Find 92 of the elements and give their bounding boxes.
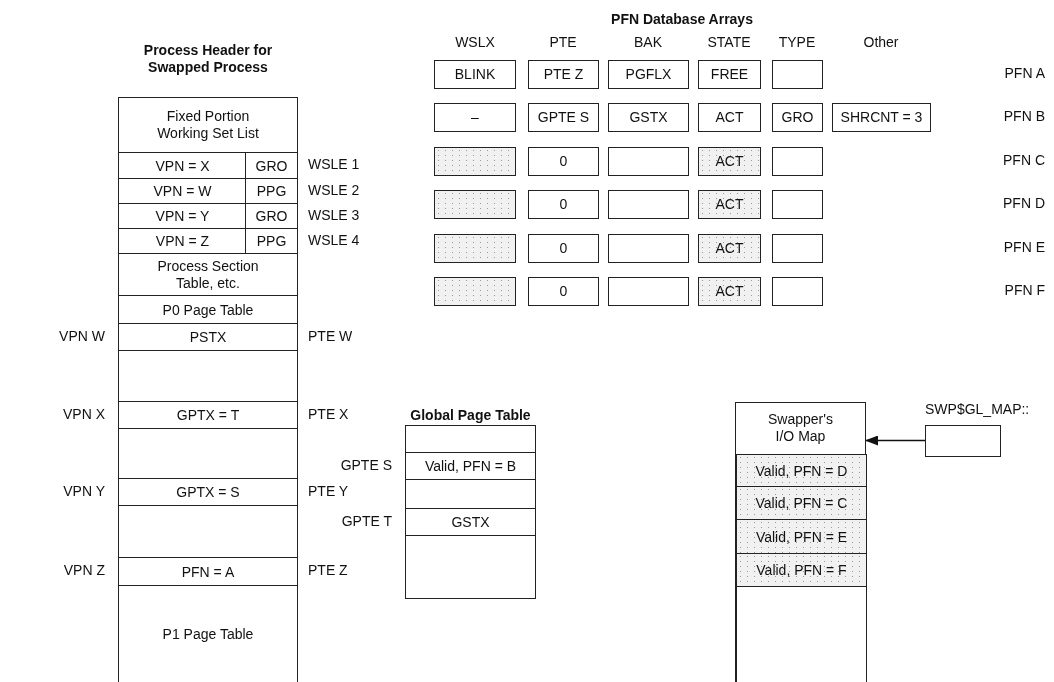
row-label: PFN A xyxy=(1004,66,1045,80)
memory-cell: PPG xyxy=(245,178,298,205)
memory-cell: PTE Z xyxy=(528,60,599,89)
row-label: GPTE T xyxy=(341,514,392,528)
shaded-cell xyxy=(434,234,516,263)
memory-cell: Valid, PFN = F xyxy=(736,553,867,588)
section-heading: Process Header for Swapped Process xyxy=(142,42,274,76)
memory-cell: VPN = W xyxy=(118,178,247,205)
shaded-cell xyxy=(434,190,516,219)
memory-cell: Valid, PFN = B xyxy=(405,452,536,481)
memory-cell: VPN = Y xyxy=(118,203,247,230)
memory-cell: GSTX xyxy=(405,508,536,537)
memory-cell: PGFLX xyxy=(608,60,689,89)
memory-cell: 0 xyxy=(528,234,599,263)
memory-cell: GRO xyxy=(245,203,298,230)
empty-cell xyxy=(405,479,536,510)
memory-cell: GSTX xyxy=(608,103,689,132)
empty-cell xyxy=(118,505,298,559)
memory-cell: ACT xyxy=(698,234,761,263)
row-label: PFN B xyxy=(1003,109,1045,123)
column-header: PTE xyxy=(549,35,577,49)
row-label: PTE Y xyxy=(308,484,349,498)
empty-cell xyxy=(608,277,689,306)
memory-cell: Valid, PFN = E xyxy=(736,519,867,555)
row-label: WSLE 1 xyxy=(308,157,360,171)
row-label: WSLE 3 xyxy=(308,208,360,222)
row-label: PFN D xyxy=(1003,196,1045,210)
row-label: VPN Y xyxy=(63,484,105,498)
column-header: TYPE xyxy=(778,35,816,49)
empty-cell xyxy=(118,428,298,480)
section-heading: Global Page Table xyxy=(409,407,532,424)
memory-cell: PPG xyxy=(245,228,298,255)
memory-cell: PSTX xyxy=(118,323,298,352)
empty-cell xyxy=(736,586,867,682)
memory-cell: Process Section Table, etc. xyxy=(118,253,298,297)
row-label: WSLE 2 xyxy=(308,183,360,197)
column-header: WSLX xyxy=(455,35,495,49)
shaded-cell xyxy=(434,277,516,306)
memory-cell: ACT xyxy=(698,190,761,219)
memory-cell: GRO xyxy=(772,103,823,132)
table-heading: Swapper's I/O Map xyxy=(767,411,834,445)
empty-cell xyxy=(118,350,298,403)
row-label: VPN X xyxy=(63,407,105,421)
row-label: VPN Z xyxy=(63,563,105,577)
memory-cell: 0 xyxy=(528,190,599,219)
row-label: VPN W xyxy=(59,329,105,343)
empty-cell xyxy=(608,147,689,176)
memory-cell: Valid, PFN = C xyxy=(736,486,867,521)
memory-cell: Valid, PFN = D xyxy=(736,454,867,488)
memory-cell: ACT xyxy=(698,147,761,176)
memory-cell: 0 xyxy=(528,147,599,176)
memory-cell: BLINK xyxy=(434,60,516,89)
memory-cell: FREE xyxy=(698,60,761,89)
memory-cell: ACT xyxy=(698,103,761,132)
empty-cell xyxy=(608,234,689,263)
memory-cell: Fixed Portion Working Set List xyxy=(118,97,298,153)
empty-cell xyxy=(405,535,536,599)
empty-cell xyxy=(608,190,689,219)
memory-cell: – xyxy=(434,103,516,132)
section-heading: PFN Database Arrays xyxy=(611,12,753,26)
empty-cell xyxy=(772,60,823,89)
row-label: PFN E xyxy=(1003,240,1045,254)
memory-cell: P0 Page Table xyxy=(118,295,298,325)
row-label: WSLE 4 xyxy=(308,233,360,247)
memory-cell: GPTX = T xyxy=(118,401,298,430)
row-label: PFN F xyxy=(1004,283,1045,297)
io-map-table xyxy=(735,402,866,682)
memory-cell: P1 Page Table xyxy=(118,585,298,682)
memory-cell: GRO xyxy=(245,152,298,180)
pointer-box xyxy=(925,425,1001,457)
column-header: BAK xyxy=(634,35,662,49)
empty-cell xyxy=(405,425,536,454)
row-label: PTE X xyxy=(308,407,349,421)
row-label: PTE Z xyxy=(308,563,348,577)
empty-cell xyxy=(772,147,823,176)
empty-cell xyxy=(772,277,823,306)
row-label: GPTE S xyxy=(340,458,392,472)
column-header: STATE xyxy=(707,35,751,49)
memory-cell: VPN = Z xyxy=(118,228,247,255)
shaded-cell xyxy=(434,147,516,176)
memory-cell: 0 xyxy=(528,277,599,306)
row-label: PFN C xyxy=(1003,153,1045,167)
empty-cell xyxy=(772,190,823,219)
column-header: Other xyxy=(863,35,899,49)
empty-cell xyxy=(772,234,823,263)
memory-cell: GPTE S xyxy=(528,103,599,132)
memory-cell: GPTX = S xyxy=(118,478,298,507)
memory-cell: ACT xyxy=(698,277,761,306)
memory-cell: PFN = A xyxy=(118,557,298,587)
memory-cell: SHRCNT = 3 xyxy=(832,103,931,132)
row-label: PTE W xyxy=(308,329,353,343)
row-label: SWP$GL_MAP:: xyxy=(925,402,1030,416)
